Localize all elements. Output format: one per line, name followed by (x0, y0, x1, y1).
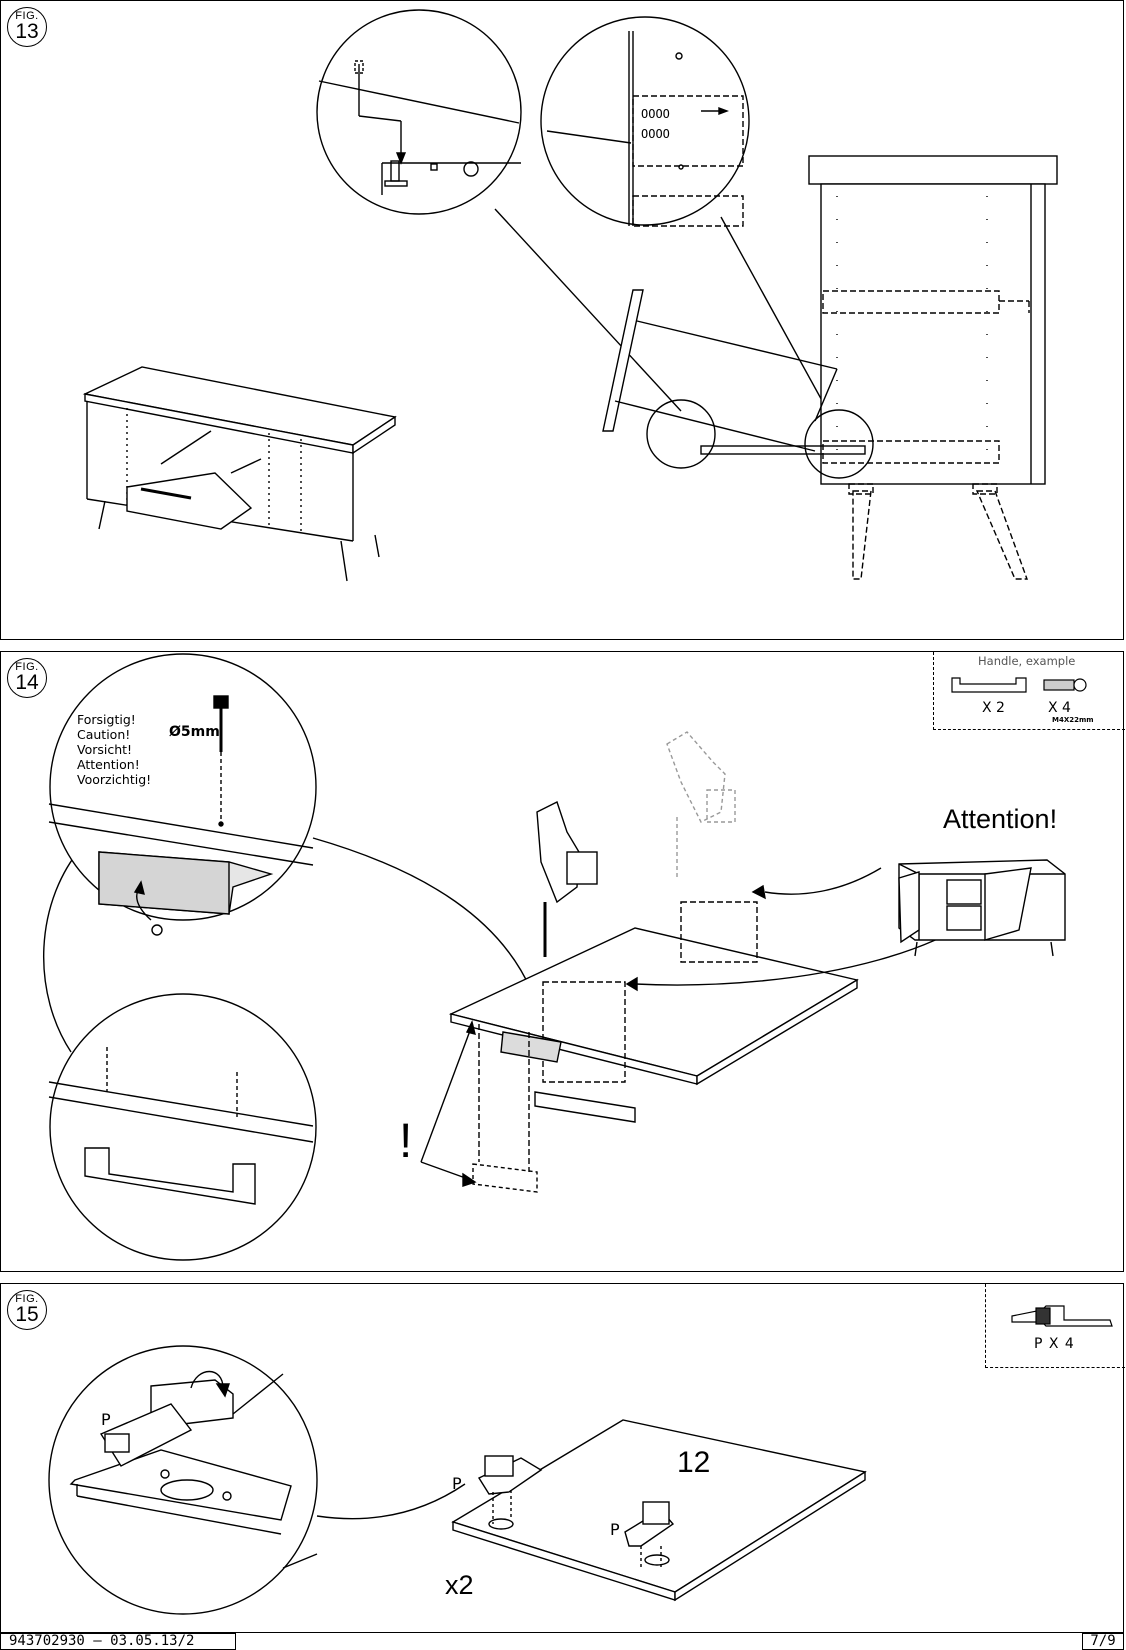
screw-qty: X 4 (1048, 700, 1071, 716)
attention-label: Attention! (943, 804, 1058, 834)
figure-number: 14 (15, 671, 39, 694)
drill-size-label: Ø5mm (169, 724, 220, 740)
door-panel-board-hinges (451, 1419, 867, 1602)
hinge-label-detail: P (101, 1410, 111, 1429)
detail-circle-hinge-install (48, 1345, 318, 1615)
hinge-qty: P X 4 (1034, 1336, 1075, 1352)
figure-15-badge: FIG. 15 (7, 1290, 47, 1330)
handle-qty: X 2 (982, 700, 1005, 716)
figure-14-panel: FIG. 14 (0, 651, 1125, 1272)
exclamation-mark: ! (399, 1115, 413, 1168)
drill-illustration (536, 801, 598, 957)
screw-spec: M4X22mm (1052, 716, 1094, 724)
drawer-front-illustration (602, 289, 866, 455)
hinge-label-right: P (610, 1520, 620, 1539)
cabinet-side-view (808, 155, 1058, 580)
caution-line: Forsigtig! (77, 712, 136, 727)
figure-13-drawing: OOOO OOOO (82, 9, 1058, 582)
detail-circle-drawer-slide: OOOO OOOO (540, 16, 750, 227)
multiplier-label: x2 (445, 1570, 474, 1600)
panel-number: 12 (677, 1446, 711, 1479)
parts-box-title: Handle, example (978, 654, 1076, 668)
figure-15-panel: FIG. 15 (0, 1283, 1125, 1633)
caution-text-block: Forsigtig! Caution! Vorsicht! Attention!… (77, 712, 151, 787)
caution-line: Attention! (77, 757, 140, 772)
detail-circle-drill-caution (48, 653, 317, 936)
handle-and-screw-icon (951, 677, 1087, 693)
detail-circle-hinge-pin (316, 9, 522, 215)
figure-number: 13 (15, 20, 39, 43)
drill-ghost-illustration (666, 731, 736, 877)
detail-circle-handle-mount (48, 993, 317, 1261)
caution-line: Caution! (77, 727, 131, 742)
figure-13-panel: FIG. 13 (0, 0, 1124, 640)
hinge-label-left: P (452, 1474, 462, 1493)
caution-line: Vorsicht! (77, 742, 133, 757)
figure-label: FIG. (15, 661, 39, 673)
figure-15-drawing (48, 1345, 867, 1615)
svg-text:OOOO: OOOO (641, 127, 670, 141)
hinge-icon (1011, 1305, 1113, 1327)
figure-label: FIG. (15, 1293, 39, 1305)
parts-box-hinges: P X 4 (985, 1284, 1125, 1368)
page-number: 7/9 (1082, 1633, 1124, 1650)
caution-line: Voorzichtig! (77, 772, 152, 787)
sideboard-overview-illustration (82, 366, 397, 582)
figure-number: 15 (15, 1303, 39, 1326)
sideboard-doors-open-illustration (898, 859, 1066, 957)
figure-13-badge: FIG. 13 (7, 7, 47, 47)
svg-text:OOOO: OOOO (641, 107, 670, 121)
figure-14-badge: FIG. 14 (7, 658, 47, 698)
document-code: 943702930 – 03.05.13/2 (0, 1633, 236, 1650)
door-panel-board (448, 901, 859, 1193)
figure-label: FIG. (15, 10, 39, 22)
parts-box-handles: Handle, example X 2 X 4 M4X22mm (933, 652, 1125, 730)
figure-14-drawing (43, 653, 1066, 1261)
